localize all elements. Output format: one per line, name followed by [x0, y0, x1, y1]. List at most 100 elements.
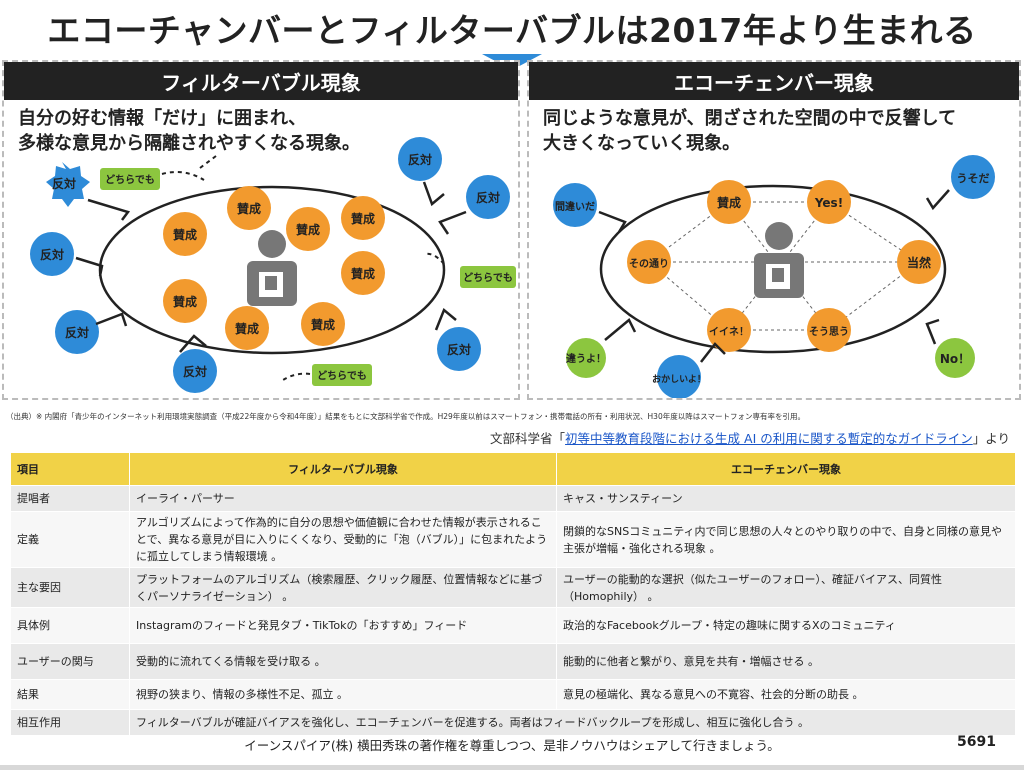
desc-line-1: 自分の好む情報「だけ」に囲まれ、 — [18, 108, 307, 129]
dissent-badge-3: おかしいよ！ — [652, 355, 706, 398]
svg-text:反対: 反対 — [183, 364, 207, 379]
row-label: 定義 — [10, 511, 130, 568]
dissent-badge-4: 違うよ！ — [566, 338, 606, 378]
filter-bubble-panel: フィルターバブル現象 自分の好む情報「だけ」に囲まれ、 多様な意見から隔離されや… — [2, 60, 520, 400]
comparison-table: 項目 フィルターバブル現象 エコーチェンバー現象 提唱者 イーライ・パーサー キ… — [10, 452, 1016, 736]
cell-filter-bubble: Instagramのフィードと発見タブ・TikTokの「おすすめ」フィード — [129, 607, 557, 644]
svg-text:そう思う: そう思う — [809, 326, 849, 338]
page-title: エコーチャンバーとフィルターバブルは2017年より生まれる — [47, 11, 977, 50]
opposition-badge-7: 反対 — [437, 327, 481, 371]
svg-text:賛成: 賛成 — [351, 266, 375, 281]
svg-text:反対: 反対 — [40, 247, 64, 262]
person-icon — [754, 222, 804, 298]
opinion-circle-5: 賛成 — [341, 251, 385, 295]
svg-text:反対: 反対 — [476, 190, 500, 205]
deflect-arrows — [75, 181, 467, 353]
echo-circle-5: イイネ！ — [707, 308, 751, 352]
table-row: 相互作用 フィルターバブルが確証バイアスを強化し、エコーチェンバーを促進する。両… — [10, 709, 1016, 736]
svg-text:どちらでも: どちらでも — [317, 369, 367, 382]
svg-text:Yes!: Yes! — [814, 196, 843, 210]
svg-text:おかしいよ！: おかしいよ！ — [652, 374, 706, 385]
opposition-badge-2: 反対 — [30, 232, 74, 276]
dissent-badge-5: No！ — [935, 338, 975, 378]
table-row: 主な要因 プラットフォームのアルゴリズム（検索履歴、クリック履歴、位置情報などに… — [10, 567, 1016, 608]
svg-text:賛成: 賛成 — [173, 294, 197, 309]
svg-text:反対: 反対 — [65, 325, 89, 340]
desc-line-2: 大きくなっていく現象。 — [543, 133, 741, 154]
svg-text:違うよ！: 違うよ！ — [566, 352, 606, 365]
svg-text:うそだ: うそだ — [957, 172, 990, 185]
svg-text:その通り: その通り — [629, 258, 669, 270]
opinion-circle-4: 賛成 — [341, 196, 385, 240]
cell-echo-chamber: 能動的に他者と繋がり、意見を共有・増幅させる 。 — [556, 643, 1016, 680]
cell-filter-bubble: 視野の狭まり、情報の多様性不足、孤立 。 — [129, 679, 557, 710]
opposition-badge-1: 反対 — [46, 162, 90, 207]
table-row: 提唱者 イーライ・パーサー キャス・サンスティーン — [10, 485, 1016, 512]
svg-text:No！: No！ — [940, 352, 970, 366]
chamber-ellipse — [599, 184, 947, 354]
table-row: 具体例 Instagramのフィードと発見タブ・TikTokの「おすすめ」フィー… — [10, 607, 1016, 644]
svg-text:賛成: 賛成 — [311, 317, 335, 332]
neutral-badge-1: どちらでも — [100, 168, 160, 190]
row-label: 主な要因 — [10, 567, 130, 608]
cell-filter-bubble: イーライ・パーサー — [129, 485, 557, 512]
reference-prefix: 文部科学省「 — [490, 431, 566, 446]
opinion-circle-1: 賛成 — [163, 212, 207, 256]
svg-text:当然: 当然 — [907, 255, 931, 270]
cell-echo-chamber: キャス・サンスティーン — [556, 485, 1016, 512]
svg-text:反対: 反対 — [447, 342, 471, 357]
desc-line-1: 同じような意見が、閉ざされた空間の中で反響して — [543, 108, 957, 129]
neutral-badge-2: どちらでも — [460, 266, 516, 288]
footer-text: イーンスパイア(株) 横田秀珠の著作権を尊重しつつ、是非ノウハウはシェアして行き… — [244, 738, 780, 753]
guideline-link[interactable]: 初等中等教育段階における生成 AI の利用に関する暫定的なガイドライン — [565, 431, 973, 446]
opinion-circle-8: 賛成 — [301, 302, 345, 346]
bottom-divider — [0, 765, 1024, 770]
echo-circle-6: そう思う — [807, 308, 851, 352]
cell-filter-bubble: アルゴリズムによって作為的に自分の思想や価値観に合わせた情報が表示されることで、… — [129, 511, 557, 568]
filter-bubble-diagram: 賛成 賛成 賛成 賛成 賛成 賛成 賛成 賛成 反対 反対 反対 反対 反対 反… — [30, 137, 516, 393]
dashed-arrows — [161, 155, 445, 383]
table-row: ユーザーの関与 受動的に流れてくる情報を受け取る 。 能動的に他者と繋がり、意見… — [10, 643, 1016, 680]
svg-text:間違いだ: 間違いだ — [555, 200, 595, 213]
svg-text:賛成: 賛成 — [351, 211, 375, 226]
header-item: 項目 — [10, 452, 130, 486]
echo-chamber-panel: エコーチェンバー現象 同じような意見が、閉ざされた空間の中で反響して 大きくなっ… — [527, 60, 1021, 400]
filter-bubble-heading: フィルターバブル現象 — [4, 62, 518, 100]
echo-circle-1: 賛成 — [707, 180, 751, 224]
opposition-badge-4: 反対 — [173, 349, 217, 393]
row-label: 具体例 — [10, 607, 130, 644]
page-number: 5691 — [957, 734, 996, 750]
cell-filter-bubble: プラットフォームのアルゴリズム（検索履歴、クリック履歴、位置情報などに基づくパー… — [129, 567, 557, 608]
cell-echo-chamber: 閉鎖的なSNSコミュニティ内で同じ思想の人々とのやり取りの中で、自身と同様の意見… — [556, 511, 1016, 568]
row-label: 提唱者 — [10, 485, 130, 512]
opinion-circle-7: 賛成 — [225, 306, 269, 350]
echo-chamber-heading: エコーチェンバー現象 — [529, 62, 1019, 100]
reference-line: 文部科学省「初等中等教育段階における生成 AI の利用に関する暫定的なガイドライ… — [490, 428, 1010, 447]
echo-circle-3: その通り — [627, 240, 671, 284]
svg-text:反対: 反対 — [408, 152, 432, 167]
dissent-badge-2: うそだ — [951, 155, 995, 199]
echo-chamber-description: 同じような意見が、閉ざされた空間の中で反響して 大きくなっていく現象。 — [543, 106, 956, 156]
svg-text:賛成: 賛成 — [717, 195, 741, 210]
dissent-badge-1: 間違いだ — [553, 183, 597, 227]
echo-chamber-diagram: 賛成 Yes! その通り 当然 イイネ！ そう思う 間違いだ うそだ おかしいよ… — [553, 155, 995, 398]
cell-interaction: フィルターバブルが確証バイアスを強化し、エコーチェンバーを促進する。両者はフィー… — [129, 709, 1016, 736]
deflect-arrows — [598, 189, 950, 363]
filter-bubble-description: 自分の好む情報「だけ」に囲まれ、 多様な意見から隔離されやすくなる現象。 — [18, 106, 360, 156]
opinion-circle-2: 賛成 — [227, 186, 271, 230]
svg-text:反対: 反対 — [52, 176, 76, 191]
svg-text:賛成: 賛成 — [235, 321, 259, 336]
svg-text:イイネ！: イイネ！ — [709, 326, 749, 338]
svg-text:賛成: 賛成 — [296, 222, 320, 237]
row-label: 結果 — [10, 679, 130, 710]
opposition-badge-5: 反対 — [398, 137, 442, 181]
header-filter-bubble: フィルターバブル現象 — [129, 452, 557, 486]
desc-line-2: 多様な意見から隔離されやすくなる現象。 — [18, 133, 360, 154]
cell-echo-chamber: ユーザーの能動的な選択（似たユーザーのフォロー）、確証バイアス、同質性（Homo… — [556, 567, 1016, 608]
svg-text:どちらでも: どちらでも — [105, 173, 155, 186]
opinion-circle-3: 賛成 — [286, 207, 330, 251]
cell-filter-bubble: 受動的に流れてくる情報を受け取る 。 — [129, 643, 557, 680]
table-row: 結果 視野の狭まり、情報の多様性不足、孤立 。 意見の極端化、異なる意見への不寛… — [10, 679, 1016, 710]
row-label: ユーザーの関与 — [10, 643, 130, 680]
svg-text:どちらでも: どちらでも — [463, 271, 513, 284]
